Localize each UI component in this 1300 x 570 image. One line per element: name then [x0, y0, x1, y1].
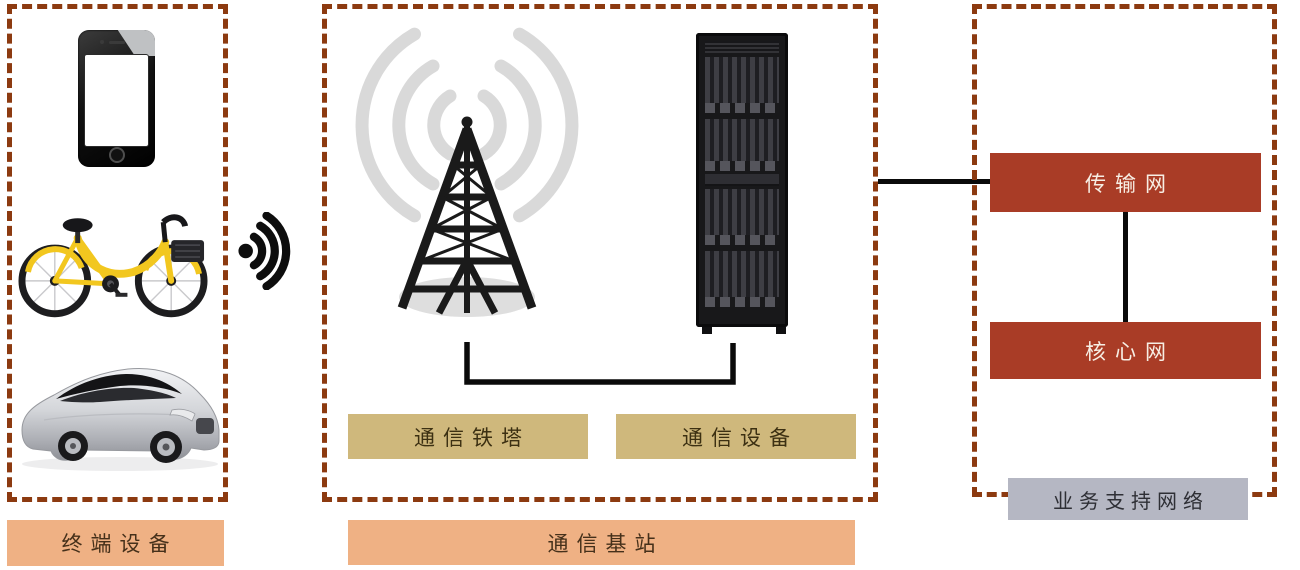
- rack-foot: [776, 327, 786, 334]
- bicycle-icon: [18, 214, 208, 318]
- rack-module: [705, 119, 779, 171]
- smartphone-icon: [78, 30, 155, 167]
- phone-screen: [85, 55, 148, 146]
- phone-earpiece: [109, 41, 125, 44]
- radio-waves-icon: [355, 27, 579, 223]
- phone-home-button: [108, 147, 125, 163]
- basestation-transmission-connector-line: [878, 179, 992, 184]
- car-icon: [21, 367, 220, 471]
- terminal-devices-label: 终端设备: [7, 520, 224, 566]
- phone-camera-dot: [100, 40, 104, 44]
- tower-tag-label: 通信铁塔: [348, 414, 588, 459]
- server-rack-icon: [696, 33, 788, 327]
- rack-module: [705, 251, 779, 307]
- rack-divider-panel: [705, 174, 779, 186]
- rack-module: [705, 189, 779, 245]
- base-station-group-box: [322, 4, 878, 502]
- tower-rack-connector-line: [464, 342, 736, 385]
- base-station-label: 通信基站: [348, 520, 855, 565]
- business-support-network-label: 业务支持网络: [1008, 478, 1248, 520]
- transmission-core-connector-line: [1123, 212, 1128, 322]
- radio-tower-icon: [355, 27, 579, 317]
- rack-module: [705, 57, 779, 113]
- equipment-tag-label: 通信设备: [616, 414, 856, 459]
- rack-foot: [702, 327, 712, 334]
- transmission-network-box: 传输网: [990, 153, 1261, 212]
- signal-waves-icon: [238, 212, 291, 290]
- core-network-box: 核心网: [990, 322, 1261, 379]
- rack-vent: [705, 41, 779, 53]
- terminal-devices-group-box: [7, 4, 228, 502]
